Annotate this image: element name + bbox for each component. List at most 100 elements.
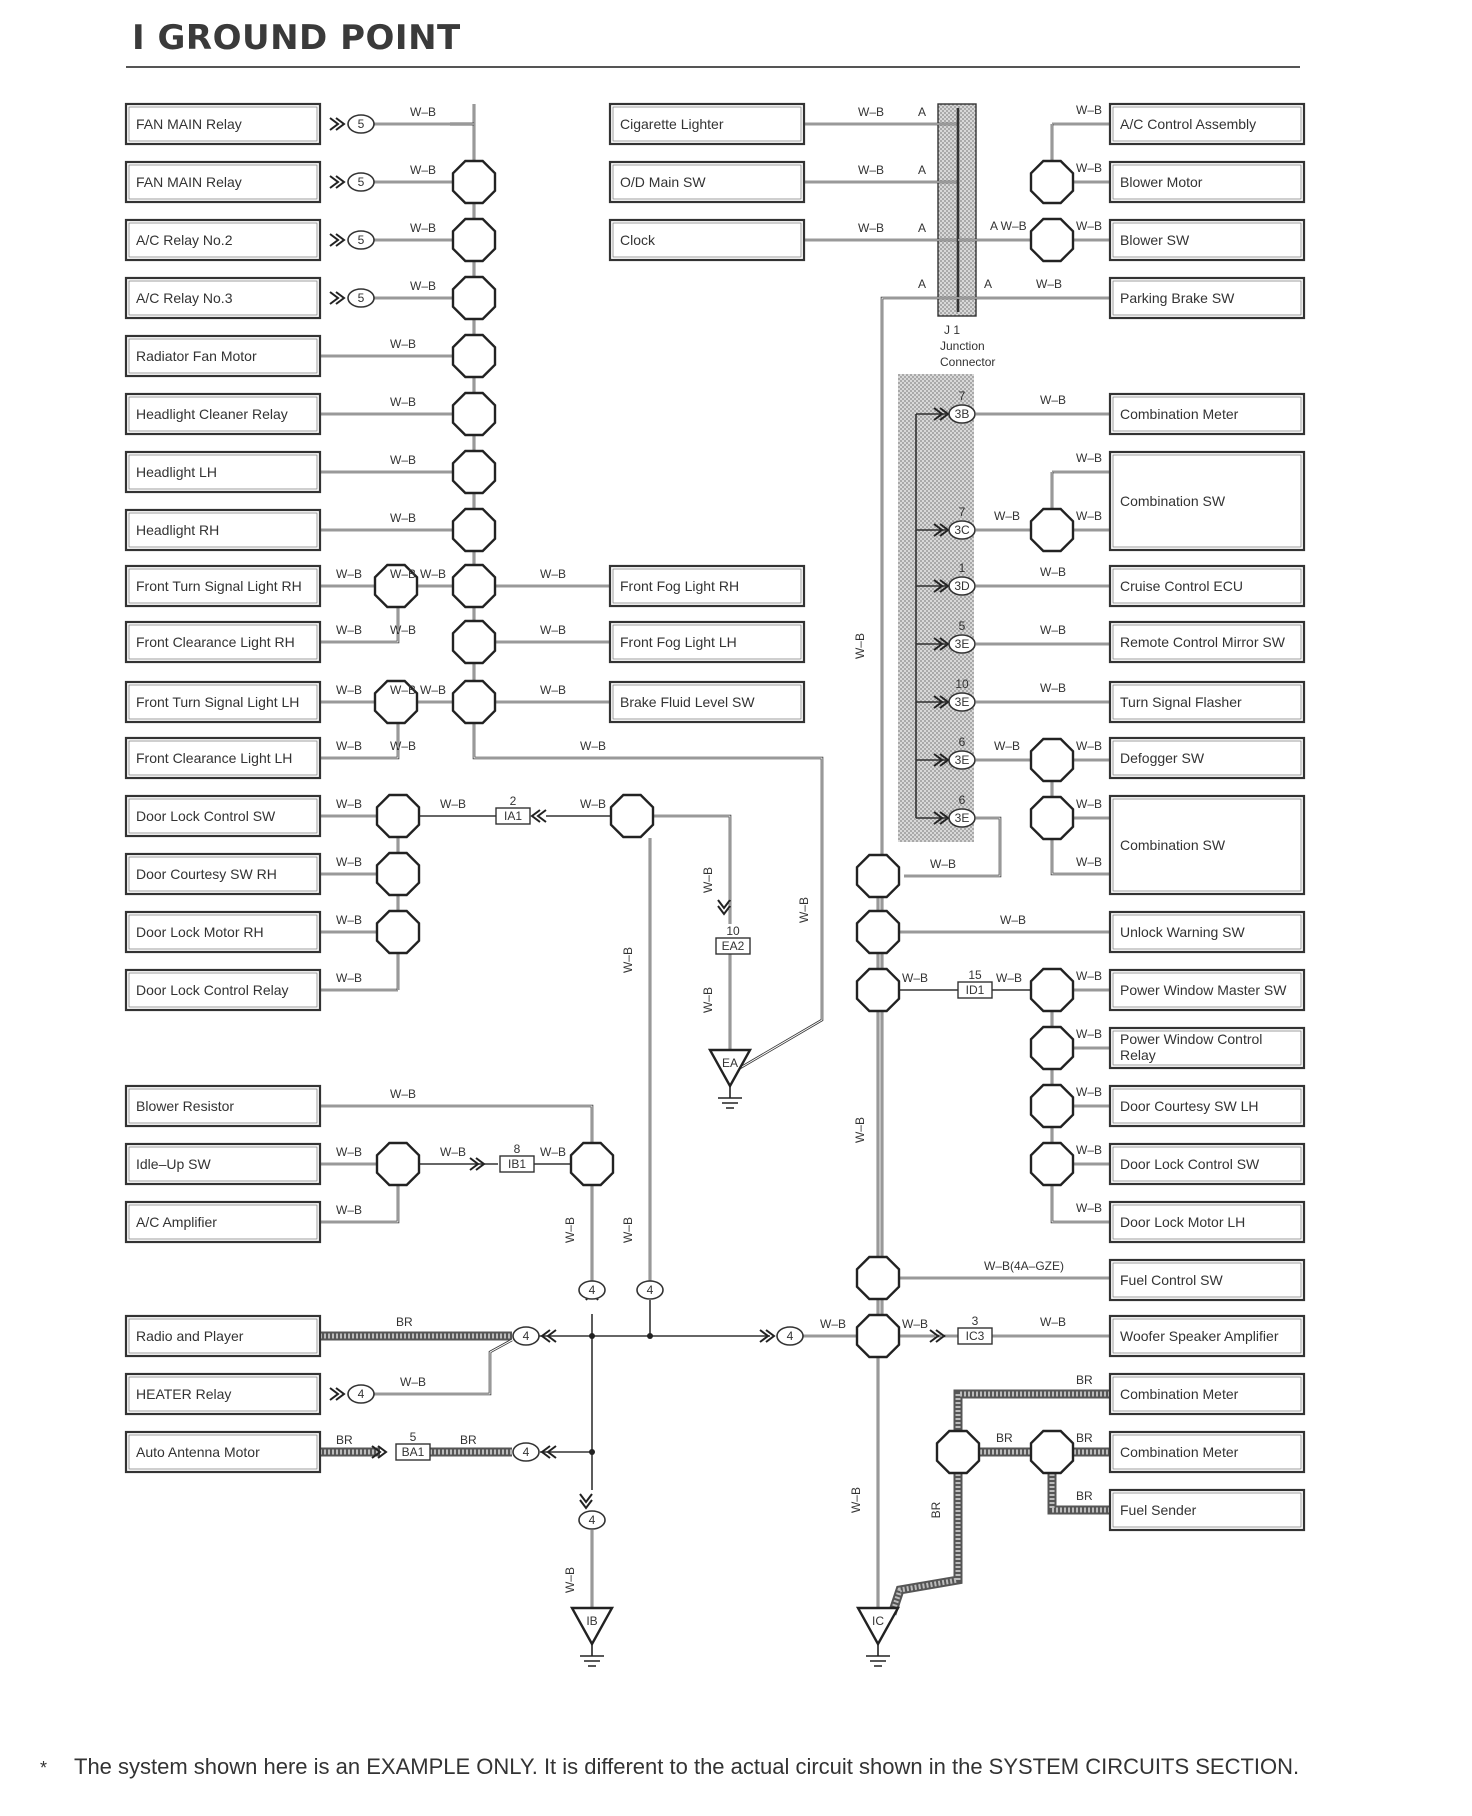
left-component-18: A/C Amplifier bbox=[124, 1200, 322, 1244]
left-component-17-label: Idle–Up SW bbox=[136, 1156, 211, 1172]
right-component-18-inner bbox=[1112, 1318, 1302, 1354]
right-component-7-label: Remote Control Mirror SW bbox=[1120, 634, 1286, 650]
right-component-21: Fuel Sender bbox=[1108, 1488, 1306, 1532]
j1-pin-2: 1 bbox=[959, 561, 966, 575]
connector-4-splice-oval bbox=[636, 1280, 664, 1300]
middle-component-3-inner bbox=[612, 568, 802, 604]
ground-EA-label: EA bbox=[722, 1056, 738, 1070]
middle-component-2-label: Clock bbox=[620, 232, 656, 248]
label: W–B bbox=[902, 1317, 928, 1331]
br-wire-fill bbox=[889, 1474, 961, 1615]
splice-point bbox=[855, 967, 901, 1013]
j1-pin-4: 10 bbox=[955, 677, 969, 691]
left-component-11-label: Front Clearance Light LH bbox=[136, 750, 292, 766]
label: W–B bbox=[336, 567, 362, 581]
wire-color-left-3: W–B bbox=[410, 279, 436, 293]
right-component-15-inner bbox=[1112, 1146, 1302, 1182]
wire-core bbox=[904, 817, 1001, 877]
right-component-0-label: A/C Control Assembly bbox=[1120, 116, 1256, 132]
j1-terminal-4-oval bbox=[948, 692, 976, 712]
footnote: *The system shown here is an EXAMPLE ONL… bbox=[40, 1754, 1299, 1780]
connector-5-row1-oval bbox=[347, 172, 375, 192]
left-component-21-inner bbox=[128, 1434, 318, 1470]
splice-point bbox=[451, 159, 497, 205]
label: W–B bbox=[1076, 797, 1102, 811]
junction-IA1-box bbox=[495, 807, 531, 825]
right-component-9: Defogger SW bbox=[1108, 736, 1306, 780]
left-component-16-label: Blower Resistor bbox=[136, 1098, 234, 1114]
junction-IC3-id: IC3 bbox=[966, 1329, 985, 1343]
junction-IB1-box bbox=[499, 1155, 535, 1173]
wire-color-vertical: W–B bbox=[621, 947, 635, 973]
wire-color-left-9: W–B bbox=[390, 623, 416, 637]
left-component-20-inner bbox=[128, 1376, 318, 1412]
connector-5-row0: 5 bbox=[347, 114, 375, 134]
wire-color-left-1: W–B bbox=[410, 163, 436, 177]
left-component-7: Headlight RH bbox=[124, 508, 322, 552]
label: W–B bbox=[440, 1145, 466, 1159]
junction-dot bbox=[589, 1449, 595, 1455]
left-component-19: Radio and Player bbox=[124, 1314, 322, 1358]
label: W–B bbox=[420, 683, 446, 697]
wire-color-left-11: W–B bbox=[390, 739, 416, 753]
left-component-7-label: Headlight RH bbox=[136, 522, 219, 538]
connector-4-right-oval bbox=[776, 1326, 804, 1346]
connector-4-heater: 4 bbox=[347, 1384, 375, 1404]
label: W–B bbox=[1076, 509, 1102, 523]
left-component-13-inner bbox=[128, 856, 318, 892]
j1-terminal-5-label: 3E bbox=[955, 753, 970, 767]
connector-arrow bbox=[933, 695, 950, 709]
connector-4-right: 4 bbox=[776, 1326, 804, 1346]
right-component-17: Fuel Control SW bbox=[1108, 1258, 1306, 1302]
j1-id: J 1 bbox=[944, 323, 960, 337]
br-wire-fill bbox=[1049, 1474, 1110, 1513]
ground-IC-earth bbox=[866, 1644, 890, 1667]
connector-arrow bbox=[469, 1157, 486, 1171]
connector-4-heater-label: 4 bbox=[358, 1387, 365, 1401]
wire-core bbox=[374, 1339, 513, 1395]
middle-component-5-label: Brake Fluid Level SW bbox=[620, 694, 755, 710]
label: W–B bbox=[1076, 969, 1102, 983]
left-component-3-inner bbox=[128, 280, 318, 316]
connector-5-row2: 5 bbox=[347, 230, 375, 250]
label: W–B bbox=[1040, 681, 1066, 695]
left-component-20: HEATER Relay bbox=[124, 1372, 322, 1416]
label: W–B bbox=[580, 739, 606, 753]
label: W–B bbox=[400, 1375, 426, 1389]
splice-point bbox=[1029, 967, 1075, 1013]
left-component-15: Door Lock Control Relay bbox=[124, 968, 322, 1012]
connector-4-antenna-oval bbox=[512, 1442, 540, 1462]
junction-dot bbox=[589, 1333, 595, 1339]
left-component-12-inner bbox=[128, 798, 318, 834]
j1-terminal-2-oval bbox=[948, 576, 976, 596]
splice-point bbox=[1029, 159, 1075, 205]
label: A bbox=[918, 277, 926, 291]
j1-name: Junction bbox=[940, 339, 985, 353]
left-component-9: Front Clearance Light RH bbox=[124, 620, 322, 664]
left-component-11-inner bbox=[128, 740, 318, 776]
left-component-17-inner bbox=[128, 1146, 318, 1182]
label: W–B bbox=[420, 567, 446, 581]
label: W–B bbox=[336, 623, 362, 637]
label: W–B bbox=[1076, 1143, 1102, 1157]
right-component-21-inner bbox=[1112, 1492, 1302, 1528]
label: BR bbox=[1076, 1489, 1093, 1503]
splice-point bbox=[1029, 507, 1075, 553]
right-component-6: Cruise Control ECU bbox=[1108, 564, 1306, 608]
left-component-1-inner bbox=[128, 164, 318, 200]
right-component-16-label: Door Lock Motor LH bbox=[1120, 1214, 1245, 1230]
splice-point bbox=[373, 563, 419, 609]
right-component-3-label: Parking Brake SW bbox=[1120, 290, 1235, 306]
label: BR bbox=[460, 1433, 477, 1447]
junction-ID1-box bbox=[957, 981, 993, 999]
left-component-4: Radiator Fan Motor bbox=[124, 334, 322, 378]
right-component-7-inner bbox=[1112, 624, 1302, 660]
wire-color-vertical: W–B bbox=[701, 867, 715, 893]
right-component-19: Combination Meter bbox=[1108, 1372, 1306, 1416]
connector-arrow bbox=[540, 1445, 557, 1459]
j1-pin-0: 7 bbox=[959, 389, 966, 403]
